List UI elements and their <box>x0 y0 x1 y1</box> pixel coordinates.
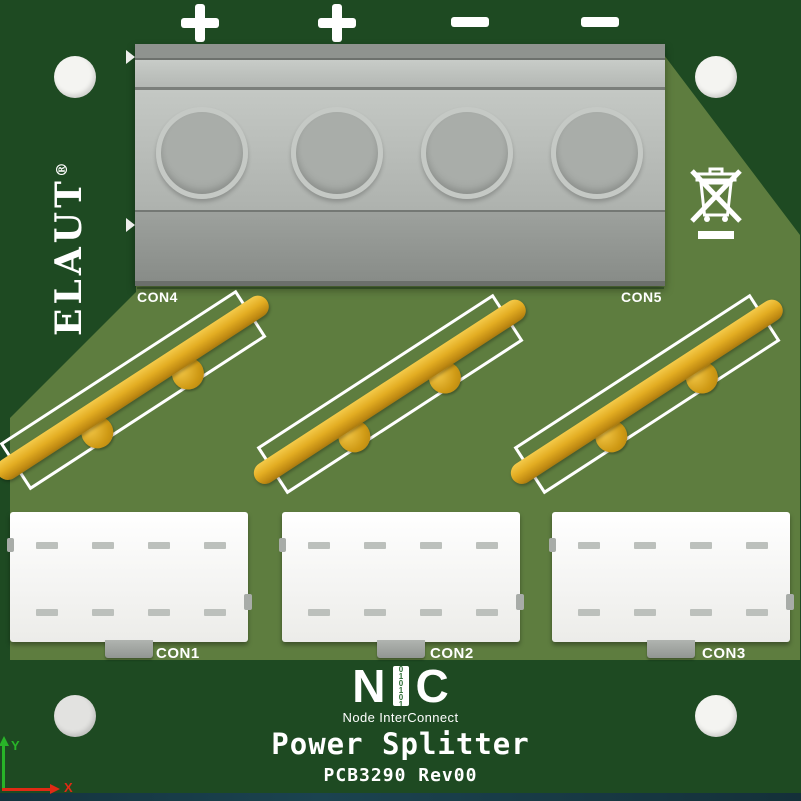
connector-pin <box>204 542 226 549</box>
connector-pin <box>308 609 330 616</box>
connector-side-nub <box>244 594 252 610</box>
terminal-block-con4-con5 <box>126 44 665 286</box>
nic-logo: N 010101 C Node InterConnect <box>0 660 801 725</box>
connector-con3 <box>549 512 794 658</box>
connector-pin <box>92 609 114 616</box>
minus-icon <box>451 17 489 27</box>
logo-binary-bar: 010101 <box>392 666 409 706</box>
label-con3: CON3 <box>702 645 746 662</box>
brand-name: ELAUT <box>48 177 90 336</box>
terminal-hole <box>156 107 248 199</box>
terminal-hole <box>421 107 513 199</box>
label-con2: CON2 <box>430 645 474 662</box>
connector-pin <box>36 542 58 549</box>
mounting-hole <box>54 56 96 98</box>
connector-pin <box>476 609 498 616</box>
connector-pin <box>690 542 712 549</box>
label-con5: CON5 <box>621 289 662 305</box>
connector-pin <box>148 609 170 616</box>
connector-pin <box>92 542 114 549</box>
connector-pin <box>746 542 768 549</box>
minus-icon <box>581 17 619 27</box>
connector-pin <box>420 542 442 549</box>
connector-side-nub <box>279 538 286 552</box>
terminal-block-top-ridge <box>135 44 665 60</box>
connector-pin <box>690 609 712 616</box>
connector-pin <box>746 609 768 616</box>
terminal-block-lower-band <box>135 210 665 286</box>
connector-side-nub <box>516 594 524 610</box>
plus-icon <box>181 4 219 42</box>
terminal-hole <box>551 107 643 199</box>
connector-pin <box>204 609 226 616</box>
terminal-hole <box>291 107 383 199</box>
plus-icon <box>318 4 356 42</box>
logo-letter-n: N <box>352 660 386 712</box>
silkscreen-trace-line <box>137 287 664 289</box>
logo-bar-digits: 010101 <box>396 666 406 706</box>
board-bottom-edge <box>0 793 801 801</box>
logo-tagline: Node InterConnect <box>342 710 459 725</box>
molding-arrow-icon <box>126 218 135 232</box>
weee-crossed-out-bin-icon <box>690 163 742 249</box>
connector-pin <box>420 609 442 616</box>
connector-latch-tab <box>105 640 153 658</box>
axis-x-label: X <box>64 780 73 795</box>
axis-x-arrow-icon <box>50 784 60 794</box>
connector-pin <box>634 542 656 549</box>
nic-logo-row: N 010101 C <box>0 660 801 712</box>
connector-latch-tab <box>377 640 425 658</box>
connector-side-nub <box>7 538 14 552</box>
connector-side-nub <box>786 594 794 610</box>
mounting-hole <box>54 695 96 737</box>
brand-elaut: ELAUT® <box>48 162 92 336</box>
terminal-block-upper-band <box>135 60 665 90</box>
axis-y-line <box>2 746 5 791</box>
connector-side-nub <box>549 538 556 552</box>
connector-pin <box>634 609 656 616</box>
label-con4: CON4 <box>137 289 178 305</box>
connector-pin <box>364 542 386 549</box>
connector-pin <box>308 542 330 549</box>
axis-y-arrow-icon <box>0 736 9 746</box>
axis-y-label: Y <box>11 738 20 753</box>
connector-pin <box>148 542 170 549</box>
connector-pin <box>476 542 498 549</box>
board-revision: PCB3290 Rev00 <box>323 765 478 786</box>
connector-pin <box>36 609 58 616</box>
molding-arrow-icon <box>126 50 135 64</box>
board-title: Power Splitter <box>271 727 530 761</box>
connector-pin <box>578 609 600 616</box>
mounting-hole <box>695 56 737 98</box>
connector-con2 <box>279 512 524 658</box>
axis-x-line <box>2 788 50 791</box>
connector-con1 <box>7 512 252 658</box>
registered-mark: ® <box>53 162 71 178</box>
connector-pin <box>364 609 386 616</box>
label-con1: CON1 <box>156 645 200 662</box>
connector-pin <box>578 542 600 549</box>
logo-letter-c: C <box>415 660 449 712</box>
axis-indicator: Y X <box>0 730 90 801</box>
mounting-hole <box>695 695 737 737</box>
connector-latch-tab <box>647 640 695 658</box>
